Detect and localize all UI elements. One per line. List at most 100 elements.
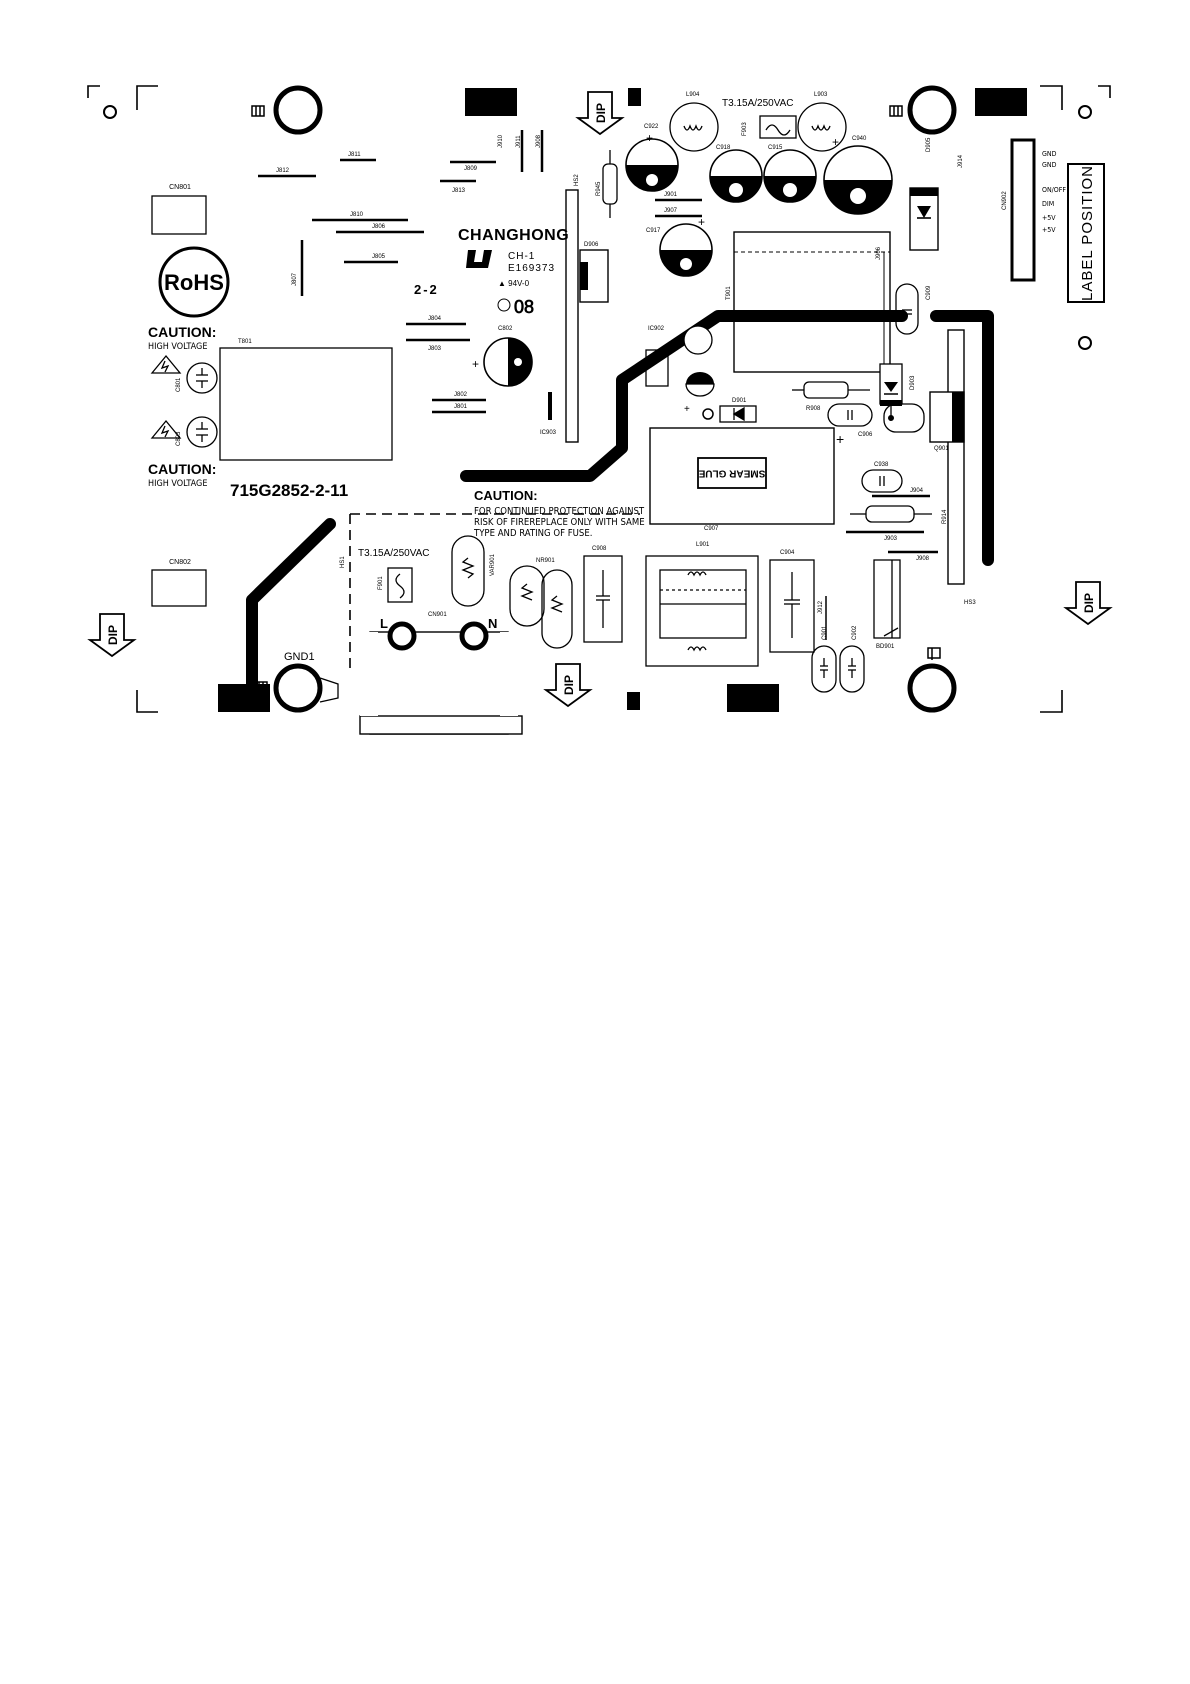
high-voltage-label: HIGH VOLTAGE xyxy=(148,342,207,352)
designator-c938: C938 xyxy=(874,462,889,468)
designator-cn901: CN901 xyxy=(428,612,447,618)
varistor-var901 xyxy=(451,535,485,607)
inductor-l903 xyxy=(797,102,847,152)
pin-label: GND xyxy=(1042,150,1057,158)
designator-j907: J907 xyxy=(664,208,678,214)
label-position-box xyxy=(1067,163,1105,303)
designator-cn801: CN801 xyxy=(169,184,191,191)
capacitor-c803 xyxy=(186,416,218,448)
designator-hs3: HS3 xyxy=(964,600,976,606)
designator-d905: D905 xyxy=(926,137,932,152)
designator-j810: J810 xyxy=(350,212,364,218)
bridge-rectifier-bd901 xyxy=(873,559,901,639)
designator-j906: J906 xyxy=(876,246,882,260)
fuse-caution-line: FOR CONTINUED PROTECTION AGAINST xyxy=(474,506,645,517)
designator-c940: C940 xyxy=(852,136,867,142)
ul-file-number: E169373 xyxy=(508,263,555,274)
capacitor-small xyxy=(883,403,925,433)
designator-cn902: CN902 xyxy=(1002,191,1008,210)
capacitor-c903: + xyxy=(684,372,715,415)
mounting-holes xyxy=(103,85,1092,713)
model-code: CH-1 xyxy=(508,251,535,262)
power-traces xyxy=(246,310,994,696)
fuse-rating: T3.15A/250VAC xyxy=(722,98,794,109)
smear-glue-text: SMEAR GLUE xyxy=(698,467,765,478)
resistor-r908 xyxy=(792,381,870,399)
capacitor-c802: + xyxy=(472,337,533,387)
designator-d903: D903 xyxy=(910,375,916,390)
designator-d901: D901 xyxy=(732,398,747,404)
designator-j807: J807 xyxy=(292,272,298,286)
capacitor-c917: + xyxy=(659,215,713,277)
heatsink-hs2 xyxy=(565,189,579,443)
designator-j809: J809 xyxy=(464,166,478,172)
ic-ic903 xyxy=(548,392,552,420)
connector-cn902 xyxy=(1010,138,1036,282)
designator-j912: J912 xyxy=(818,600,824,614)
high-voltage-label: HIGH VOLTAGE xyxy=(148,479,207,489)
diode-d901 xyxy=(719,405,757,423)
designator-t901: T901 xyxy=(726,286,732,300)
designator-f901: F901 xyxy=(378,576,384,590)
capacitor-c915 xyxy=(763,149,817,203)
capacitor-c801 xyxy=(186,362,218,394)
designator-j806: J806 xyxy=(372,224,386,230)
designator-hs2: HS2 xyxy=(574,174,580,186)
fuse-caution-line: TYPE AND RATING OF FUSE. xyxy=(473,528,592,539)
designator-c906: C906 xyxy=(858,432,873,438)
designator-j908: J908 xyxy=(536,134,542,148)
designator-j801: J801 xyxy=(454,404,468,410)
capacitor-c908 xyxy=(583,555,623,643)
pin-label: +5V xyxy=(1042,226,1056,234)
caution-title: CAUTION: xyxy=(148,461,216,477)
pin-label: DIM xyxy=(1042,200,1054,208)
designator-q901: Q901 xyxy=(934,446,949,452)
ic-ic902 xyxy=(645,349,669,387)
board-outline xyxy=(87,85,1111,713)
designator-j903: J903 xyxy=(884,536,898,542)
designator-c802: C802 xyxy=(498,326,513,332)
flammability-rating: ▲ 94V-0 xyxy=(498,279,530,288)
caution-title: CAUTION: xyxy=(148,324,216,340)
designator-f903: F903 xyxy=(742,122,748,136)
designator-r945: R945 xyxy=(596,181,602,196)
designator-j908: J908 xyxy=(916,556,930,562)
designator-c915: C915 xyxy=(768,145,783,151)
rohs-icon xyxy=(158,246,230,318)
designator-c908: C908 xyxy=(592,546,607,552)
designator-j813: J813 xyxy=(452,188,466,194)
designator-bd901: BD901 xyxy=(876,644,895,650)
capacitor-c902 xyxy=(839,645,865,693)
designator-j911: J911 xyxy=(516,135,522,148)
designator-j914: J914 xyxy=(958,154,964,168)
svg-text:+: + xyxy=(684,404,690,415)
capacitor-c918 xyxy=(709,149,763,203)
designator-nr901: NR901 xyxy=(536,558,555,564)
rohs-mark: RoHS xyxy=(164,270,224,295)
designator-c901: C901 xyxy=(822,625,828,640)
capacitor-c906 xyxy=(827,403,873,427)
designator-c909: C909 xyxy=(926,285,932,300)
connector-cn802 xyxy=(151,569,207,607)
jumper-wires xyxy=(258,130,544,414)
designator-j804: J804 xyxy=(428,316,442,322)
pin-label: +5V xyxy=(1042,214,1056,222)
designator-l904: L904 xyxy=(686,92,700,98)
designator-l901: L901 xyxy=(696,542,710,548)
svg-text:+: + xyxy=(836,431,844,447)
svg-text:+: + xyxy=(832,135,839,149)
fuse-rating: T3.15A/250VAC xyxy=(358,548,430,559)
brand-logo: CHANGHONG xyxy=(458,227,569,244)
svg-text:+: + xyxy=(646,131,653,145)
fuse-caution-line: RISK OF FIREREPLACE ONLY WITH SAME xyxy=(474,517,645,528)
designator-j910: J910 xyxy=(498,134,504,148)
designator-d906: D906 xyxy=(584,242,599,248)
ul-mark-icon xyxy=(466,250,492,268)
inductor-l904 xyxy=(669,102,719,152)
dip-label: DIP xyxy=(1082,593,1096,613)
diode-d903 xyxy=(879,363,903,406)
caution-title: CAUTION: xyxy=(474,488,538,503)
capacitor-c909 xyxy=(895,283,919,335)
solder-pads xyxy=(218,88,1027,712)
